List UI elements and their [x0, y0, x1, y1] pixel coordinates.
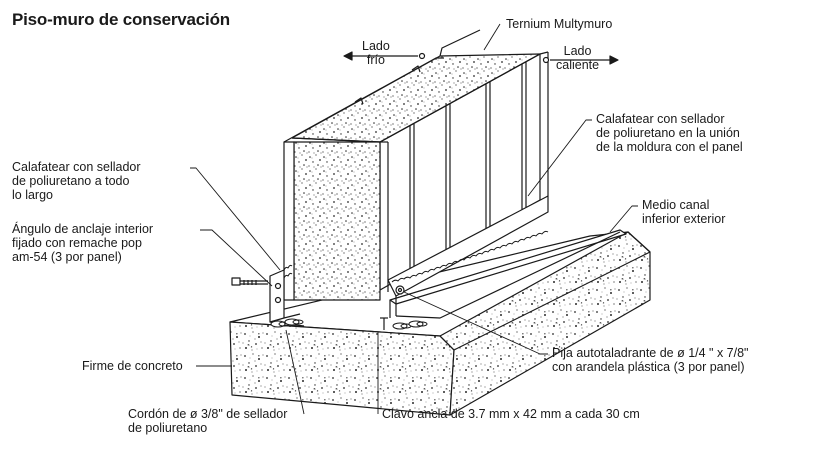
diagram-title: Piso-muro de conservación — [12, 10, 230, 29]
label-concrete-slab: Firme de concreto — [82, 359, 183, 373]
multymuro-panel — [283, 29, 549, 301]
panel-inner-skin — [283, 141, 295, 301]
hot-side-arrow — [542, 55, 619, 65]
label-cold-side: Lado frío — [362, 39, 390, 67]
sealant-bead-inner — [283, 264, 293, 279]
label-caulk-molding-joint: Calafatear con sellador de poliuretano e… — [596, 112, 743, 154]
exterior-half-channel — [387, 195, 627, 319]
label-anchor-angle: Ángulo de anclaje interior fijado con re… — [12, 222, 154, 264]
label-half-channel: Medio canal inferior exterior — [642, 198, 726, 226]
anchor-nail — [380, 317, 388, 330]
sealant-cords — [270, 318, 428, 330]
panel-end-core — [293, 141, 381, 301]
sealant-bead-molding — [391, 230, 549, 283]
label-self-tapping-screw: Pija autotaladrante de ø 1/4 " x 7/8" co… — [552, 346, 749, 374]
label-sealant-cord: Cordón de ø 3/8" de sellador de poliuret… — [128, 407, 288, 435]
label-caulk-full-length: Calafatear con sellador de poliuretano a… — [12, 160, 141, 202]
label-hot-side: Lado caliente — [556, 44, 600, 72]
cold-side-arrow — [343, 51, 426, 61]
interior-anchor-angle — [269, 269, 305, 327]
self-tapping-screw — [395, 285, 405, 295]
label-ternium-multymuro: Ternium Multymuro — [506, 17, 613, 31]
leader-lines — [190, 23, 638, 415]
slab-front-face — [229, 321, 455, 416]
pop-rivet — [231, 277, 268, 286]
label-anchor-nail: Clavo ancla de 3.7 mm x 42 mm a cada 30 … — [382, 407, 640, 421]
